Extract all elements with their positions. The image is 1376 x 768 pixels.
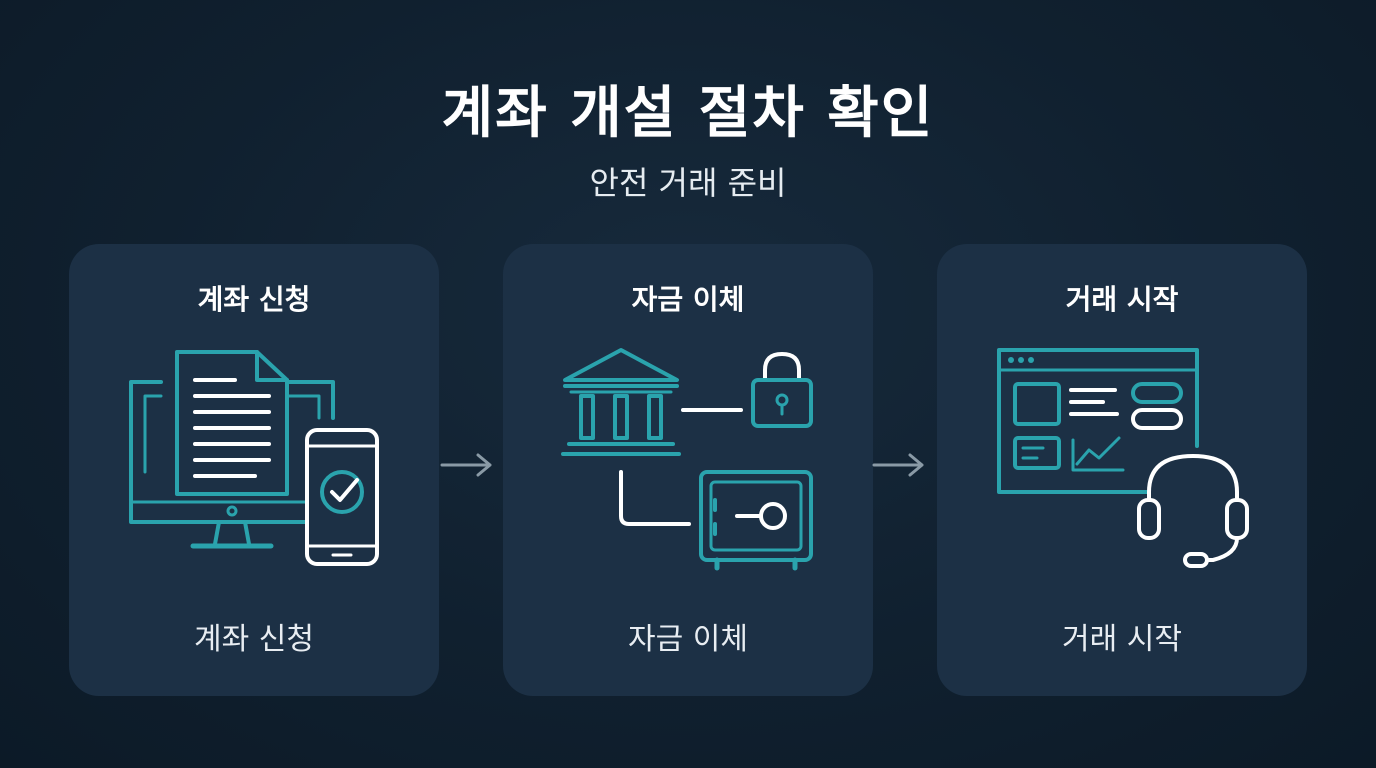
dashboard-headset-icon — [997, 348, 1249, 568]
arrow-right-icon — [872, 453, 924, 477]
step-title: 계좌 신청 — [197, 283, 311, 316]
bank-lock-safe-icon — [561, 348, 813, 571]
computer-phone-document-icon — [129, 350, 379, 566]
page-title: 계좌 개설 절차 확인 — [441, 81, 935, 146]
step-title: 자금 이체 — [631, 283, 745, 316]
step-caption: 거래 시작 — [1062, 622, 1182, 657]
step-title: 거래 시작 — [1065, 283, 1179, 316]
arrow-right-icon — [440, 453, 492, 477]
step-card-start-trading: 거래 시작 거래 시작 — [937, 244, 1307, 696]
page-subtitle: 안전 거래 준비 — [589, 164, 787, 202]
step-card-account-application: 계좌 신청 계좌 신청 — [69, 244, 439, 696]
step-card-fund-transfer: 자금 이체 자금 이체 — [503, 244, 873, 696]
step-caption: 자금 이체 — [628, 622, 748, 657]
step-caption: 계좌 신청 — [194, 622, 314, 657]
